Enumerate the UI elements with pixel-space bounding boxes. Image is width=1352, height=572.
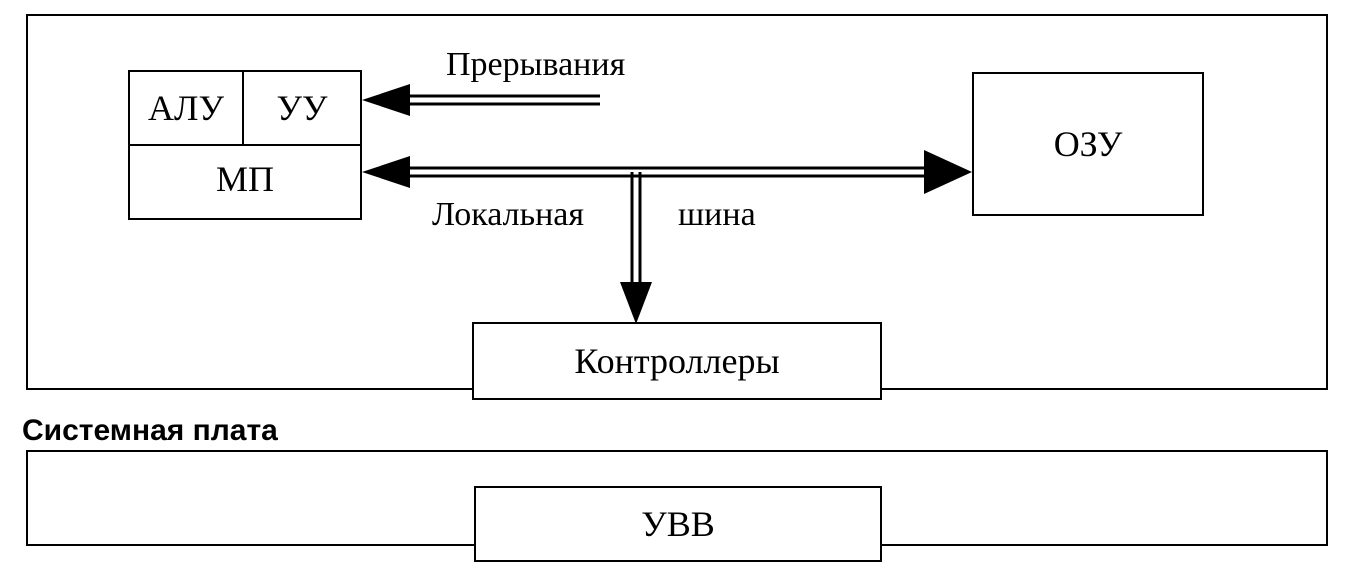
ozu-block: ОЗУ: [972, 72, 1204, 216]
local-bus-left-arrowhead: [362, 156, 410, 188]
alu-block: АЛУ: [128, 70, 244, 146]
interrupt-arrowhead: [362, 84, 410, 116]
system-board-label: Системная плата: [22, 414, 278, 447]
interrupts-label: Прерывания: [446, 46, 626, 83]
local-bus-right-arrowhead: [924, 150, 972, 194]
bus-label: шина: [678, 196, 756, 233]
uvv-label: УВВ: [641, 504, 715, 544]
uu-block: УУ: [242, 70, 362, 146]
ozu-label: ОЗУ: [1053, 124, 1123, 164]
controllers-block: Контроллеры: [472, 322, 882, 400]
local-label: Локальная: [432, 196, 585, 233]
alu-label: АЛУ: [148, 88, 224, 128]
mp-label: МП: [215, 159, 274, 199]
controller-arrowhead: [620, 282, 652, 324]
controllers-label: Контроллеры: [574, 341, 780, 381]
uu-label: УУ: [276, 88, 328, 128]
uvv-block: УВВ: [474, 486, 882, 562]
